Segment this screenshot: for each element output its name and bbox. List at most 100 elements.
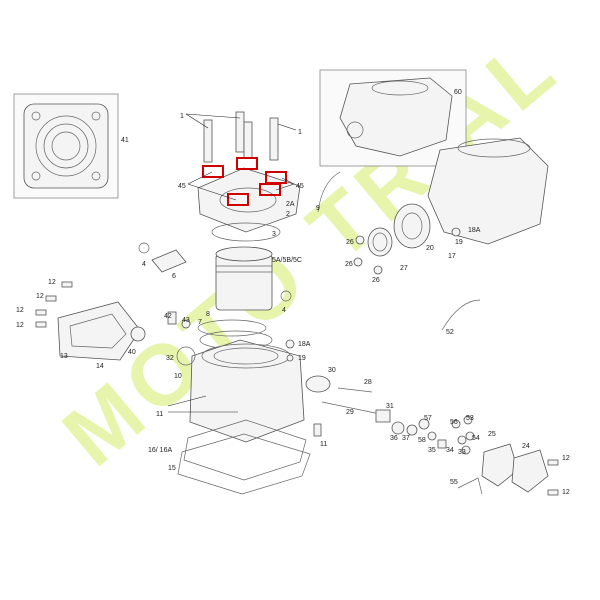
- callout-12: 12: [562, 489, 570, 496]
- bolt-hole: [91, 111, 101, 121]
- watermark: MOTO TRIAL: [46, 17, 578, 485]
- callout-35: 35: [428, 447, 436, 454]
- callout-41: 41: [121, 137, 129, 144]
- cylinder-head-2a: [197, 157, 301, 233]
- pin-clip-4b: [280, 290, 292, 302]
- callout-34: 34: [446, 447, 454, 454]
- cylinder-casting-small: [339, 77, 453, 157]
- head-gasket-3: [211, 222, 281, 242]
- gasket-ring-outer: [35, 115, 97, 177]
- watermark-text: MOTO TRIAL: [46, 17, 578, 485]
- valve-36: [391, 421, 405, 435]
- cylinder-10: [176, 339, 331, 443]
- callout-12: 12: [48, 279, 56, 286]
- callout-13: 13: [60, 353, 68, 360]
- seal-40: [130, 326, 146, 342]
- callout-8: 8: [206, 311, 210, 318]
- intake-ring-27: [367, 227, 393, 257]
- intake-ring-bore: [372, 232, 388, 252]
- part-54: [465, 431, 475, 441]
- part-labels: 41 60 1 1 45 45 2A 2 3 9 26 26 26 27 20 …: [16, 89, 570, 496]
- callout-54: 54: [472, 435, 480, 442]
- callout-57: 57: [424, 415, 432, 422]
- leader-lines: [167, 113, 297, 413]
- bolt: [61, 281, 73, 288]
- studs-1: [203, 111, 279, 163]
- leader-line: [185, 113, 241, 119]
- bolt: [547, 489, 559, 496]
- callout-11: 11: [156, 411, 163, 418]
- callout-4: 4: [282, 307, 286, 314]
- callout-12: 12: [16, 322, 24, 329]
- leader-line: [275, 183, 295, 191]
- piston-crown: [215, 246, 273, 262]
- gasket-ring-inner: [43, 123, 89, 169]
- callout-26: 26: [345, 261, 353, 268]
- callout-40: 40: [128, 349, 136, 356]
- callout-12: 12: [562, 455, 570, 462]
- bolt: [547, 459, 559, 466]
- part-58: [427, 431, 437, 441]
- washer-43: [181, 319, 191, 329]
- hose-52: [441, 299, 481, 331]
- callout-19: 19: [298, 355, 306, 362]
- callout-18a: 18A: [468, 227, 481, 234]
- bolt-hole: [31, 171, 41, 181]
- valve-31: [375, 409, 391, 423]
- callout-37: 37: [402, 435, 410, 442]
- callout-17: 17: [448, 253, 456, 260]
- part-35: [437, 439, 447, 449]
- callout-12: 12: [16, 307, 24, 314]
- bolts-12: [35, 281, 559, 496]
- gasket-25: [481, 443, 519, 487]
- gasket-ring-core: [51, 131, 81, 161]
- callout-19: 19: [455, 239, 463, 246]
- cylinder-body: [189, 339, 305, 443]
- callout-45: 45: [296, 183, 304, 190]
- leader-line: [281, 177, 295, 185]
- intake-flange-bore: [401, 212, 423, 240]
- callout-1: 1: [180, 113, 184, 120]
- highlight-nut: [202, 165, 224, 178]
- base-gasket-7: [197, 319, 267, 337]
- fitting-18a: [285, 339, 295, 349]
- valve-37: [406, 424, 418, 436]
- head-combustion-dome: [219, 187, 277, 213]
- head-gasket-plate: [23, 103, 109, 189]
- leader-line: [185, 113, 209, 129]
- callout-18a: 18A: [298, 341, 311, 348]
- reed-cover-plate: [57, 301, 141, 361]
- piston-5: [215, 246, 273, 311]
- callout-27: 27: [400, 265, 408, 272]
- fitting-26: [355, 235, 365, 245]
- inset-head-gasket: [13, 93, 119, 199]
- callout-14: 14: [96, 363, 104, 370]
- base-gasket-16: [183, 419, 307, 481]
- callout-16-16a: 16/ 16A: [148, 447, 172, 454]
- callout-10: 10: [174, 373, 182, 380]
- callout-2a: 2A: [286, 201, 295, 208]
- callout-9: 9: [316, 205, 320, 212]
- highlight-nut: [227, 193, 249, 206]
- fitting-26: [353, 257, 363, 267]
- callout-5: 5A/5B/5C: [272, 257, 302, 264]
- callout-28: 28: [364, 379, 372, 386]
- callout-42: 42: [164, 313, 172, 320]
- callout-25: 25: [488, 431, 496, 438]
- casting-port: [346, 121, 364, 139]
- callout-55: 55: [450, 479, 458, 486]
- part-33: [461, 445, 471, 455]
- callout-1: 1: [298, 129, 302, 136]
- nut-42: [167, 311, 177, 325]
- plug-11: [313, 423, 322, 437]
- leader-line: [187, 183, 237, 201]
- piston-body: [215, 253, 273, 311]
- callout-12: 12: [36, 293, 44, 300]
- callout-43: 43: [182, 317, 190, 324]
- casting-bore: [371, 80, 429, 96]
- cover-24: [511, 449, 549, 493]
- callout-52: 52: [446, 329, 454, 336]
- callout-24: 24: [522, 443, 530, 450]
- rod-28: [337, 387, 373, 393]
- callout-2: 2: [286, 211, 290, 218]
